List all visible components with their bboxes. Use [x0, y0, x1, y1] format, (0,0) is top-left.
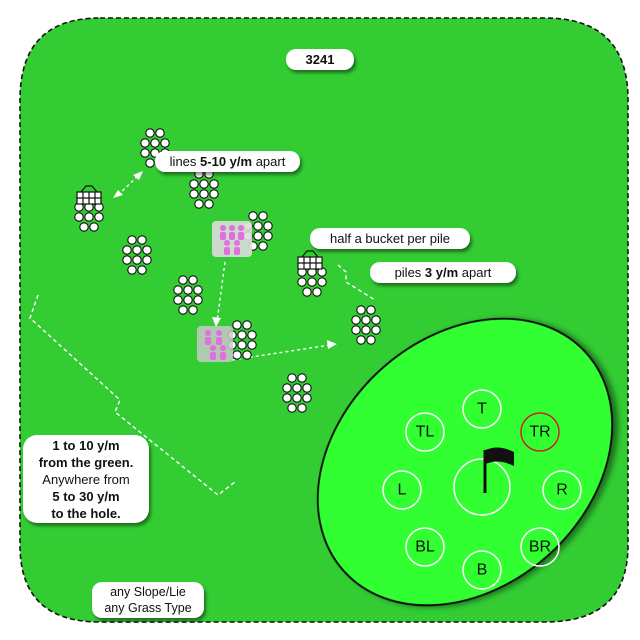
position-marker-b — [462, 550, 502, 590]
position-marker-t — [462, 389, 502, 429]
position-label-l: L — [398, 482, 407, 499]
position-marker-bl — [405, 527, 445, 567]
conditions-note: any Slope/Lie any Grass Type — [92, 582, 204, 618]
distance-note-line-4: 5 to 30 y/m — [52, 488, 120, 504]
lines-apart-prefix: lines — [169, 154, 201, 169]
distance-note: 1 to 10 y/m from the green. Anywhere fro… — [23, 435, 149, 523]
hole-position-markers — [382, 389, 582, 590]
drill-id-badge: 3241 — [286, 49, 354, 70]
position-label-br: BR — [529, 539, 551, 556]
rotation-arrow-down — [216, 261, 226, 323]
conditions-line-1: any Slope/Lie — [110, 585, 186, 599]
distance-note-line-1: 1 to 10 y/m — [52, 437, 120, 453]
drill-id: 3241 — [305, 52, 335, 67]
tee-zone-outline — [29, 294, 236, 496]
player-group-icon — [212, 221, 252, 257]
position-label-bl: BL — [415, 539, 435, 556]
hole-zone — [453, 458, 511, 516]
distance-note-line-3: Anywhere from — [42, 471, 130, 487]
position-marker-tl — [405, 412, 445, 452]
position-label-b: B — [477, 562, 488, 579]
position-marker-tr — [520, 412, 560, 452]
piles-apart-prefix: piles — [394, 265, 425, 280]
position-marker-r — [542, 470, 582, 510]
rotation-arrow-right — [231, 344, 331, 361]
half-bucket-text: half a bucket per pile — [330, 231, 450, 246]
piles-apart-value: 3 y/m — [424, 265, 459, 280]
piles-apart-label: piles 3 y/m apart — [370, 262, 516, 283]
distance-note-line-5: to the hole. — [51, 505, 121, 521]
distance-note-line-2: from the green. — [38, 454, 134, 470]
basket-icon — [76, 185, 102, 205]
piles-apart-suffix: apart — [458, 265, 492, 280]
pile-spacing-bracket — [337, 264, 376, 301]
putting-green: T TL TR L R BL BR B — [316, 317, 614, 607]
position-label-r: R — [556, 482, 568, 499]
flag-icon — [483, 447, 514, 493]
conditions-line-2: any Grass Type — [104, 601, 192, 615]
position-marker-br — [520, 527, 560, 567]
position-label-tr: TR — [529, 424, 550, 441]
lines-apart-value: 5-10 y/m — [200, 154, 253, 169]
position-label-t: T — [477, 401, 487, 418]
player-group-icon — [197, 326, 233, 362]
basket-icon — [297, 250, 323, 270]
position-label-tl: TL — [416, 424, 435, 441]
half-bucket-label: half a bucket per pile — [310, 228, 470, 249]
lines-apart-label: lines 5-10 y/m apart — [155, 151, 300, 172]
arrowheads — [113, 171, 337, 349]
position-marker-l — [382, 470, 422, 510]
lines-apart-suffix: apart — [252, 154, 286, 169]
